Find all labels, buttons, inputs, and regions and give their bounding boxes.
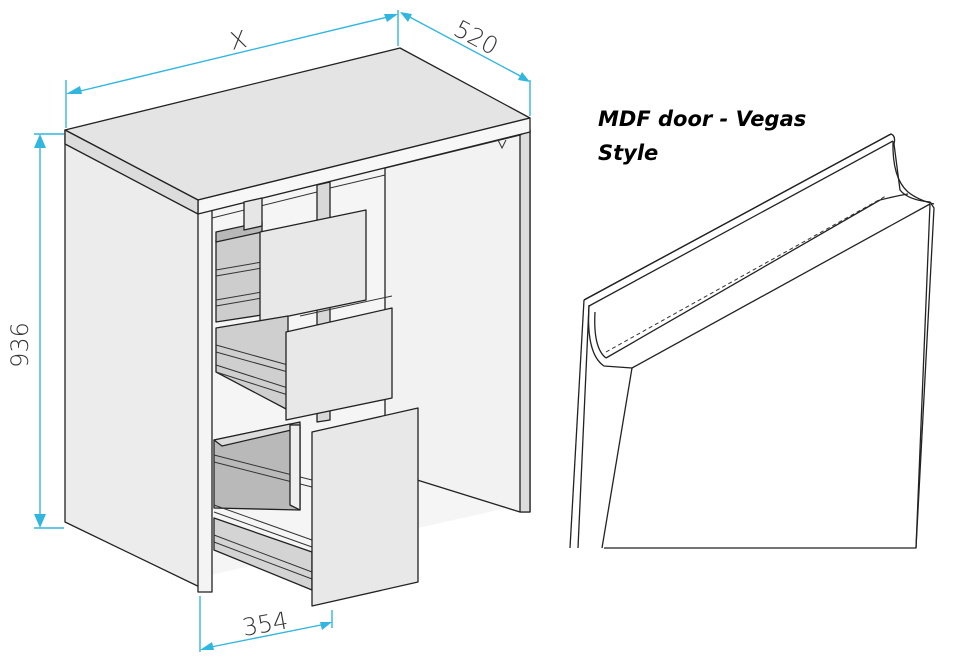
drawer-top [215,197,367,323]
dimension-width: X [65,10,399,128]
cabinet-top-left-edge [64,129,199,215]
dimension-height-label: 936 [6,322,34,368]
drawer-bottom [213,407,419,607]
dimension-depth-label: 520 [449,15,503,61]
dimension-width-label: X [227,25,249,56]
dimension-height: 936 [6,133,64,529]
cabinet-right-panel-edge [519,129,531,513]
mdf-door-illustration: MDF door - Vegas Style [569,107,935,549]
drawer-bottom-front[interactable] [311,407,419,607]
door-title-line2: Style [598,141,658,165]
cabinet [64,47,531,607]
drawer-top-front[interactable] [259,209,367,323]
drawer-middle-front[interactable] [285,307,393,421]
dimension-drawer-width-label: 354 [240,606,290,642]
door-title-line1: MDF door - Vegas [598,107,806,131]
cabinet-left-panel-front-edge [197,204,213,593]
dimension-lines: X 520 936 354 [6,10,531,652]
drawer-middle [215,295,393,421]
